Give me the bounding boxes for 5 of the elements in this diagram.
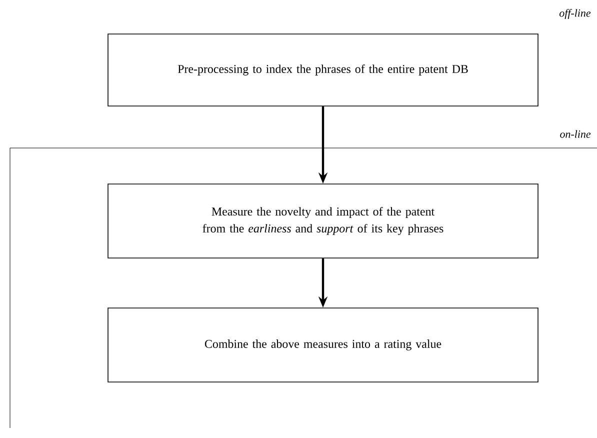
region-label: on-line	[560, 130, 591, 138]
region-label: off-line	[559, 8, 591, 20]
process-box: Measure the novelty and impact of the patent from the earliness and support of its key phrases	[108, 184, 538, 258]
process-box: Pre-processing to index the phrases of the entire patent DB	[108, 34, 538, 106]
process-box: Combine the above measures into a rating value	[108, 308, 538, 382]
